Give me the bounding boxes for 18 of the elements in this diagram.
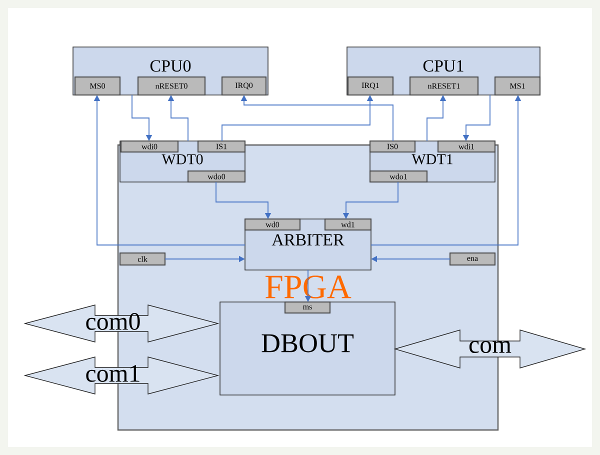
pin-box: wdi0	[120, 140, 178, 152]
pin-box: wdo1	[370, 170, 428, 182]
fpga-label: FPGA	[266, 276, 352, 298]
pin-box: nRESET0	[138, 76, 206, 96]
pin-box: clk	[120, 252, 166, 266]
pin-box: nRESET1	[410, 76, 478, 96]
pin-box: IS0	[370, 140, 416, 152]
pin-box: ms	[284, 302, 330, 314]
pin-box: ena	[450, 252, 496, 266]
pin-box: MS0	[74, 76, 120, 96]
pin-box: wd1	[324, 218, 372, 230]
pin-box: IRQ1	[348, 76, 394, 96]
pin-box: wd0	[244, 218, 300, 230]
pin-box: MS1	[494, 76, 540, 96]
pin-box: wdi1	[438, 140, 496, 152]
pin-box: IRQ0	[222, 76, 266, 96]
pin-box: IS1	[198, 140, 246, 152]
pin-box: wdo0	[188, 170, 246, 182]
